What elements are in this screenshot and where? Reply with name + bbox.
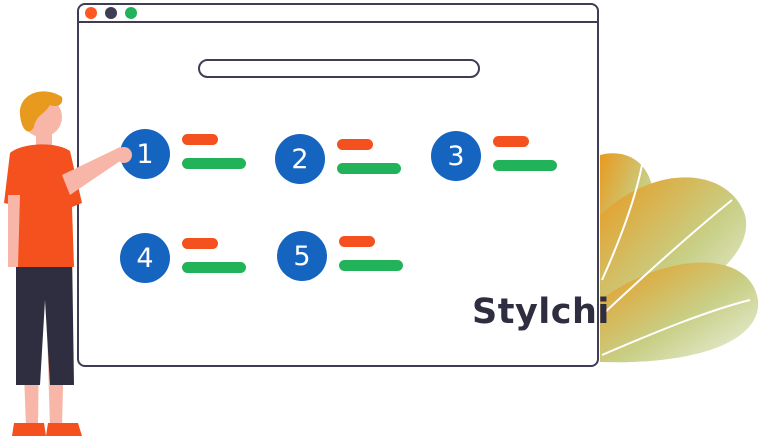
step-text-bar [337, 163, 401, 174]
window-minimize-dot [105, 7, 117, 19]
step-text-bar [182, 262, 246, 273]
step-text-bar [182, 158, 246, 169]
window-titlebar [79, 5, 597, 23]
step-circle: 5 [277, 231, 327, 281]
step-circle: 3 [431, 131, 481, 181]
window-maximize-dot [125, 7, 137, 19]
person-illustration [4, 91, 132, 436]
window-close-dot [85, 7, 97, 19]
step-title-bar [337, 139, 373, 150]
step-text-bar [493, 160, 557, 171]
step-text-bar [339, 260, 403, 271]
step-title-bar [493, 136, 529, 147]
brand-logo: Stylchi [472, 292, 610, 332]
address-bar [198, 59, 480, 78]
step-title-bar [339, 236, 375, 247]
step-title-bar [182, 134, 218, 145]
step-title-bar [182, 238, 218, 249]
step-circle: 4 [120, 233, 170, 283]
browser-window: 1 2 3 4 5 Stylchi [77, 3, 609, 367]
plant-leaf-icon [600, 153, 758, 363]
step-circle: 2 [275, 134, 325, 184]
